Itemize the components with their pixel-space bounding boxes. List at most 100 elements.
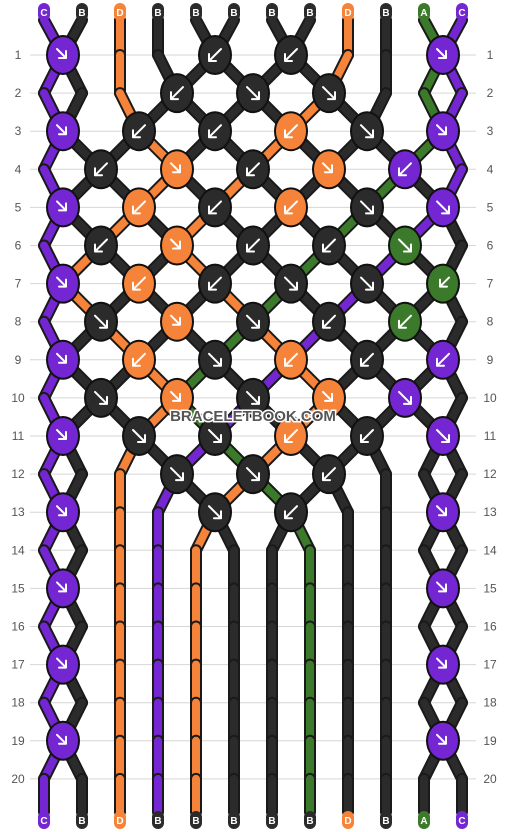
knot [274,339,308,380]
knot [426,263,460,304]
knot-arrow-icon [56,505,67,517]
knot-arrow-icon [208,276,222,291]
knot [388,301,422,342]
string-bottom-11-letter: A [420,816,427,827]
knot-arrow-icon [170,390,181,402]
knot-arrow-icon [208,429,222,443]
string-bottom-7-cap [266,811,278,829]
knot-arrow-icon [170,314,181,326]
row-number-left: 17 [11,658,25,672]
string-top-9-letter: D [344,8,351,19]
string-bottom-10-letter: B [382,816,389,827]
knot-arrow-icon [360,124,374,139]
knot-arrow-icon [56,48,67,59]
knot-arrow-icon [56,429,67,440]
knot-arrow-icon [208,124,222,139]
knot [122,187,156,228]
string-bottom-10-cap [380,811,392,829]
knot [426,187,460,228]
knot [274,35,308,75]
knot-arrow-icon [322,86,336,101]
knot [236,377,270,418]
string-bottom-2-letter: B [78,816,85,827]
row-number-right: 5 [487,200,494,214]
knot-arrow-icon [436,200,450,215]
knot [388,149,422,190]
knot-arrow-icon [246,467,260,482]
string-top-11-cap [418,3,430,21]
string-bottom-4-cap [152,811,164,829]
knot [312,454,346,495]
row-number-right: 12 [483,467,497,481]
row-number-right: 19 [483,734,497,748]
knot-arrow-icon [246,390,260,405]
knot [46,416,80,456]
knot-arrow-icon [322,314,336,329]
string-bottom-11-cap [418,811,430,829]
knot-arrow-icon [436,48,447,59]
knot-arrow-icon [436,429,450,443]
knot-arrow-icon [56,581,67,593]
knot-arrow-icon [246,238,260,253]
string-top-7-cap [266,3,278,21]
row-number-left: 15 [11,581,25,595]
row-number-right: 2 [487,86,494,100]
string-bottom-8-cap [304,811,316,829]
row-number-left: 12 [11,467,25,481]
knot [426,35,460,75]
knot [198,35,232,75]
knot-arrow-icon [322,467,336,482]
row-number-left: 2 [15,86,22,100]
string-top-12-letter: C [458,8,465,19]
knot [46,568,80,609]
knot [122,263,156,304]
knot-arrow-icon [284,429,298,443]
row-number-right: 8 [487,315,494,329]
knot [198,492,232,533]
knot-arrow-icon [322,390,333,402]
row-number-right: 10 [483,391,497,405]
knot [426,416,460,456]
row-number-right: 7 [487,277,494,291]
knot-arrow-icon [132,124,146,139]
knot-arrow-icon [170,238,181,250]
knot-arrow-icon [436,657,447,669]
string-top-10-letter: B [382,8,389,19]
knot-arrow-icon [284,200,298,215]
string-bottom-9-letter: D [344,816,351,827]
string-bottom-2-cap [76,811,88,829]
knot-arrow-icon [132,200,146,215]
knot-arrow-icon [208,200,222,215]
knot-layer [46,35,460,761]
string-top-3-cap [114,3,126,21]
string-bottom-3-cap [114,811,126,829]
string-top-6-cap [228,3,240,21]
row-number-left: 18 [11,696,25,710]
string-top-3-letter: D [116,8,123,19]
string-top-2-letter: B [78,8,85,19]
knot-arrow-icon [284,352,298,367]
string-top-7-letter: B [268,8,275,19]
knot [274,111,308,152]
knot-arrow-icon [56,657,67,669]
row-number-left: 9 [15,353,22,367]
row-number-right: 18 [483,696,497,710]
knot [160,225,194,266]
knot-arrow-icon [284,505,298,520]
knot [426,720,460,761]
string-bottom-12-letter: C [458,816,465,827]
string-top-5-cap [190,3,202,21]
knot [198,187,232,228]
knot [312,149,346,190]
knot [46,111,80,152]
knot-arrow-icon [56,276,67,288]
knot-arrow-icon [436,505,447,517]
string-bottom-4-letter: B [154,816,161,827]
row-number-right: 15 [483,581,497,595]
string-top-9-cap [342,3,354,21]
knot [84,301,118,342]
string-bottom-6-cap [228,811,240,829]
string-bottom-12-cap [456,811,468,829]
knot [350,263,384,304]
